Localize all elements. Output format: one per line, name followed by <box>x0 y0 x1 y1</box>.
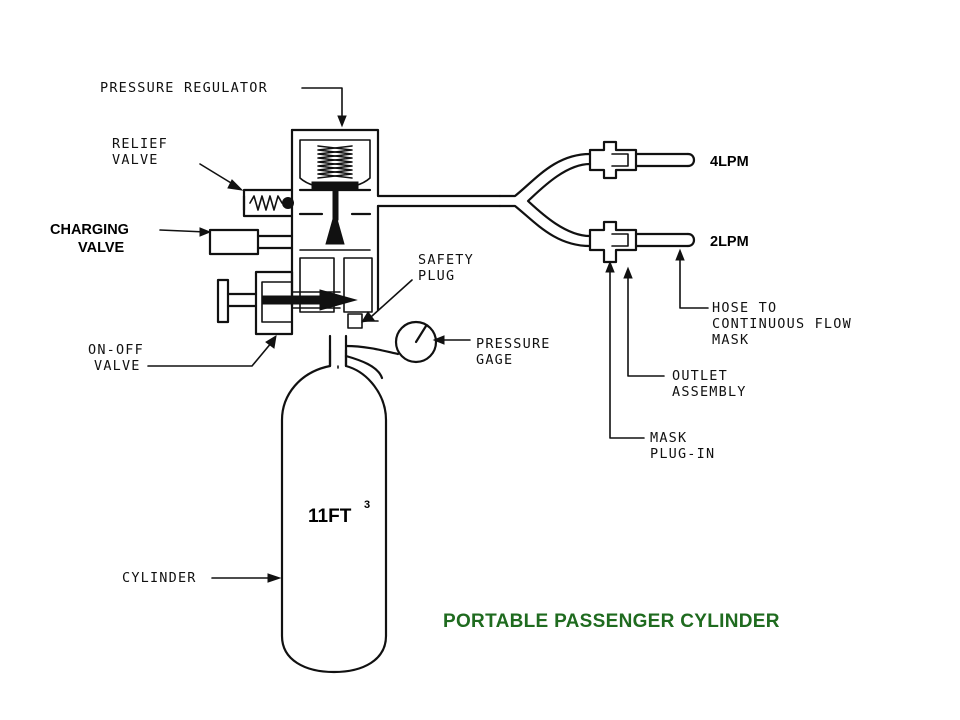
outlet-4lpm <box>588 140 696 180</box>
label-flow-4lpm: 4LPM <box>710 154 749 170</box>
regulator-poppet <box>311 181 359 245</box>
leader-lines <box>147 87 709 583</box>
cylinder-volume: 11FT <box>308 506 352 527</box>
cylinder-body <box>280 348 388 674</box>
label-hose-line2: CONTINUOUS FLOW <box>712 316 852 332</box>
label-charging-valve-line1: CHARGING <box>50 222 129 238</box>
label-cylinder: CYLINDER <box>122 570 197 586</box>
label-mask-plug-in-line1: MASK <box>650 430 687 446</box>
label-outlet-assembly-line1: OUTLET <box>672 368 728 384</box>
label-on-off-valve-line2: VALVE <box>94 358 141 374</box>
cylinder-volume-exponent: 3 <box>364 499 370 511</box>
label-on-off-valve-line1: ON-OFF <box>88 342 144 358</box>
regulator-housing <box>290 128 502 313</box>
relief-valve <box>242 188 294 218</box>
charging-valve <box>208 228 294 256</box>
pressure-gage <box>344 320 438 380</box>
outlet-2lpm <box>588 220 696 264</box>
label-charging-valve-line2: VALVE <box>78 240 125 256</box>
label-outlet-assembly-line2: ASSEMBLY <box>672 384 747 400</box>
label-pressure-gage-line2: GAGE <box>476 352 513 368</box>
label-hose-line3: MASK <box>712 332 749 348</box>
outlet-manifold <box>498 152 592 248</box>
label-safety-plug-line2: PLUG <box>418 268 455 284</box>
regulator-spring <box>317 145 353 179</box>
label-relief-valve-line1: RELIEF <box>112 136 168 152</box>
label-hose-line1: HOSE TO <box>712 300 777 316</box>
label-mask-plug-in-line2: PLUG-IN <box>650 446 715 462</box>
diagram-title: PORTABLE PASSENGER CYLINDER <box>443 611 780 632</box>
on-off-valve <box>216 270 358 336</box>
label-relief-valve-line2: VALVE <box>112 152 159 168</box>
cylinder-neck <box>328 334 348 368</box>
label-safety-plug-line1: SAFETY <box>418 252 474 268</box>
label-flow-2lpm: 2LPM <box>710 234 749 250</box>
label-pressure-gage-line1: PRESSURE <box>476 336 551 352</box>
label-pressure-regulator: PRESSURE REGULATOR <box>100 80 268 96</box>
